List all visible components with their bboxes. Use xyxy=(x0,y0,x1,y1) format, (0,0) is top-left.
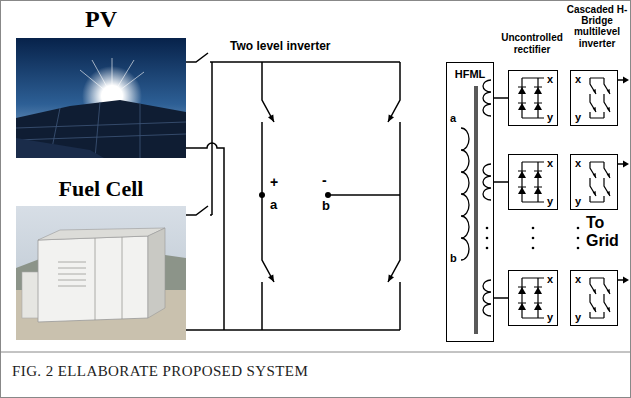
auxiliary-unit xyxy=(22,272,40,318)
fuel-cell-negative-wire xyxy=(186,329,400,331)
cabinet-detail xyxy=(58,237,122,320)
h-bridge-switches xyxy=(590,278,610,318)
polarity-sign: + xyxy=(270,174,278,190)
caption-divider xyxy=(1,352,630,353)
diode-bridge xyxy=(518,162,544,202)
source-title: Fuel Cell xyxy=(59,176,144,201)
fuel-cell-source: Fuel Cell xyxy=(16,176,186,340)
cabinet-side xyxy=(148,228,165,318)
secondary-winding xyxy=(483,80,491,116)
dot xyxy=(486,247,489,250)
arrow-head xyxy=(623,277,629,284)
dot xyxy=(577,247,580,250)
grid-label: To Grid xyxy=(586,214,628,251)
fuel-cell-cabinet xyxy=(38,236,148,322)
arrow-head xyxy=(623,77,629,84)
switch-arrow xyxy=(388,114,394,122)
fuel-cell-photo-sky xyxy=(16,206,186,340)
terminal-dot xyxy=(325,192,331,198)
primary-winding xyxy=(461,128,469,260)
solar-panel-row xyxy=(16,100,186,158)
secondary-winding xyxy=(483,164,491,200)
rectifier-box: xy xyxy=(508,154,558,210)
dot xyxy=(486,237,489,240)
terminal-name: y xyxy=(575,311,581,323)
terminal-name: x xyxy=(575,73,581,85)
terminal-name: b xyxy=(450,252,457,265)
transformer-core xyxy=(475,86,477,334)
dot xyxy=(532,237,535,240)
terminal-name: y xyxy=(575,195,581,207)
diode-bridge xyxy=(518,78,544,118)
source-title: PV xyxy=(85,6,117,34)
pv-positive-wire xyxy=(186,53,400,62)
h-bridge-switches xyxy=(590,162,610,202)
terminal-name: y xyxy=(547,111,553,123)
polarity-sign: - xyxy=(322,172,327,188)
connector-wire xyxy=(494,297,508,299)
arrow-head xyxy=(623,161,629,168)
transformer-windings xyxy=(461,80,491,334)
dot xyxy=(486,227,489,230)
dot xyxy=(532,227,535,230)
inverter-leg xyxy=(388,62,400,330)
terminal-name: x xyxy=(547,73,553,85)
solar-panel-front xyxy=(16,138,104,158)
dc-negative-bus xyxy=(186,143,224,330)
terminal-dot xyxy=(259,192,265,198)
terminal-name: x xyxy=(575,157,581,169)
sun-ray xyxy=(80,58,144,96)
dc-positive-bus xyxy=(211,62,213,215)
inverter-wiring xyxy=(186,53,400,330)
switch-arrow xyxy=(268,274,274,282)
block-label: Cascaded H-Bridge multilevel inverter xyxy=(566,4,628,49)
box-label: HFML xyxy=(455,68,486,80)
terminal-name: y xyxy=(547,195,553,207)
terminal-name: b xyxy=(322,199,330,214)
panel-grid xyxy=(16,102,186,158)
switch-arrow xyxy=(268,114,274,122)
cabinet-top xyxy=(38,228,165,240)
terminal-name: a xyxy=(450,112,456,125)
continuation-dots xyxy=(486,227,580,250)
terminal-name: x xyxy=(547,157,553,169)
dot xyxy=(532,247,535,250)
switch-arrow xyxy=(388,274,394,282)
h-bridge-box: xy xyxy=(570,70,618,126)
terminal-name: a xyxy=(270,198,277,213)
rectifier-box: xy xyxy=(508,70,558,126)
output-wire xyxy=(328,194,400,196)
dot xyxy=(577,227,580,230)
figure-caption: FIG. 2 ELLABORATE PROPOSED SYSTEM xyxy=(12,363,308,380)
terminal-name: y xyxy=(547,311,553,323)
connector-wire xyxy=(494,97,508,99)
grid-output-line xyxy=(618,80,623,280)
connector-wire xyxy=(494,181,508,183)
block-label: Two level inverter xyxy=(230,40,330,54)
h-bridge-box: xy xyxy=(570,154,618,210)
dot xyxy=(577,237,580,240)
terminal-name: y xyxy=(575,111,581,123)
secondary-winding xyxy=(483,280,491,316)
terminal-name: x xyxy=(575,273,581,285)
block-label: Uncontrolled rectifier xyxy=(498,32,566,55)
h-bridge-switches xyxy=(590,78,610,118)
pv-photo-sky xyxy=(16,38,186,158)
h-bridge-box: xy xyxy=(570,270,618,326)
fuel-cell-positive-wire xyxy=(186,206,212,215)
terminal-name: x xyxy=(547,273,553,285)
transformer-box: HFML xyxy=(446,62,494,342)
pv-source: PV xyxy=(16,6,186,158)
diode-bridge xyxy=(518,278,544,318)
rectifier-box: xy xyxy=(508,270,558,326)
